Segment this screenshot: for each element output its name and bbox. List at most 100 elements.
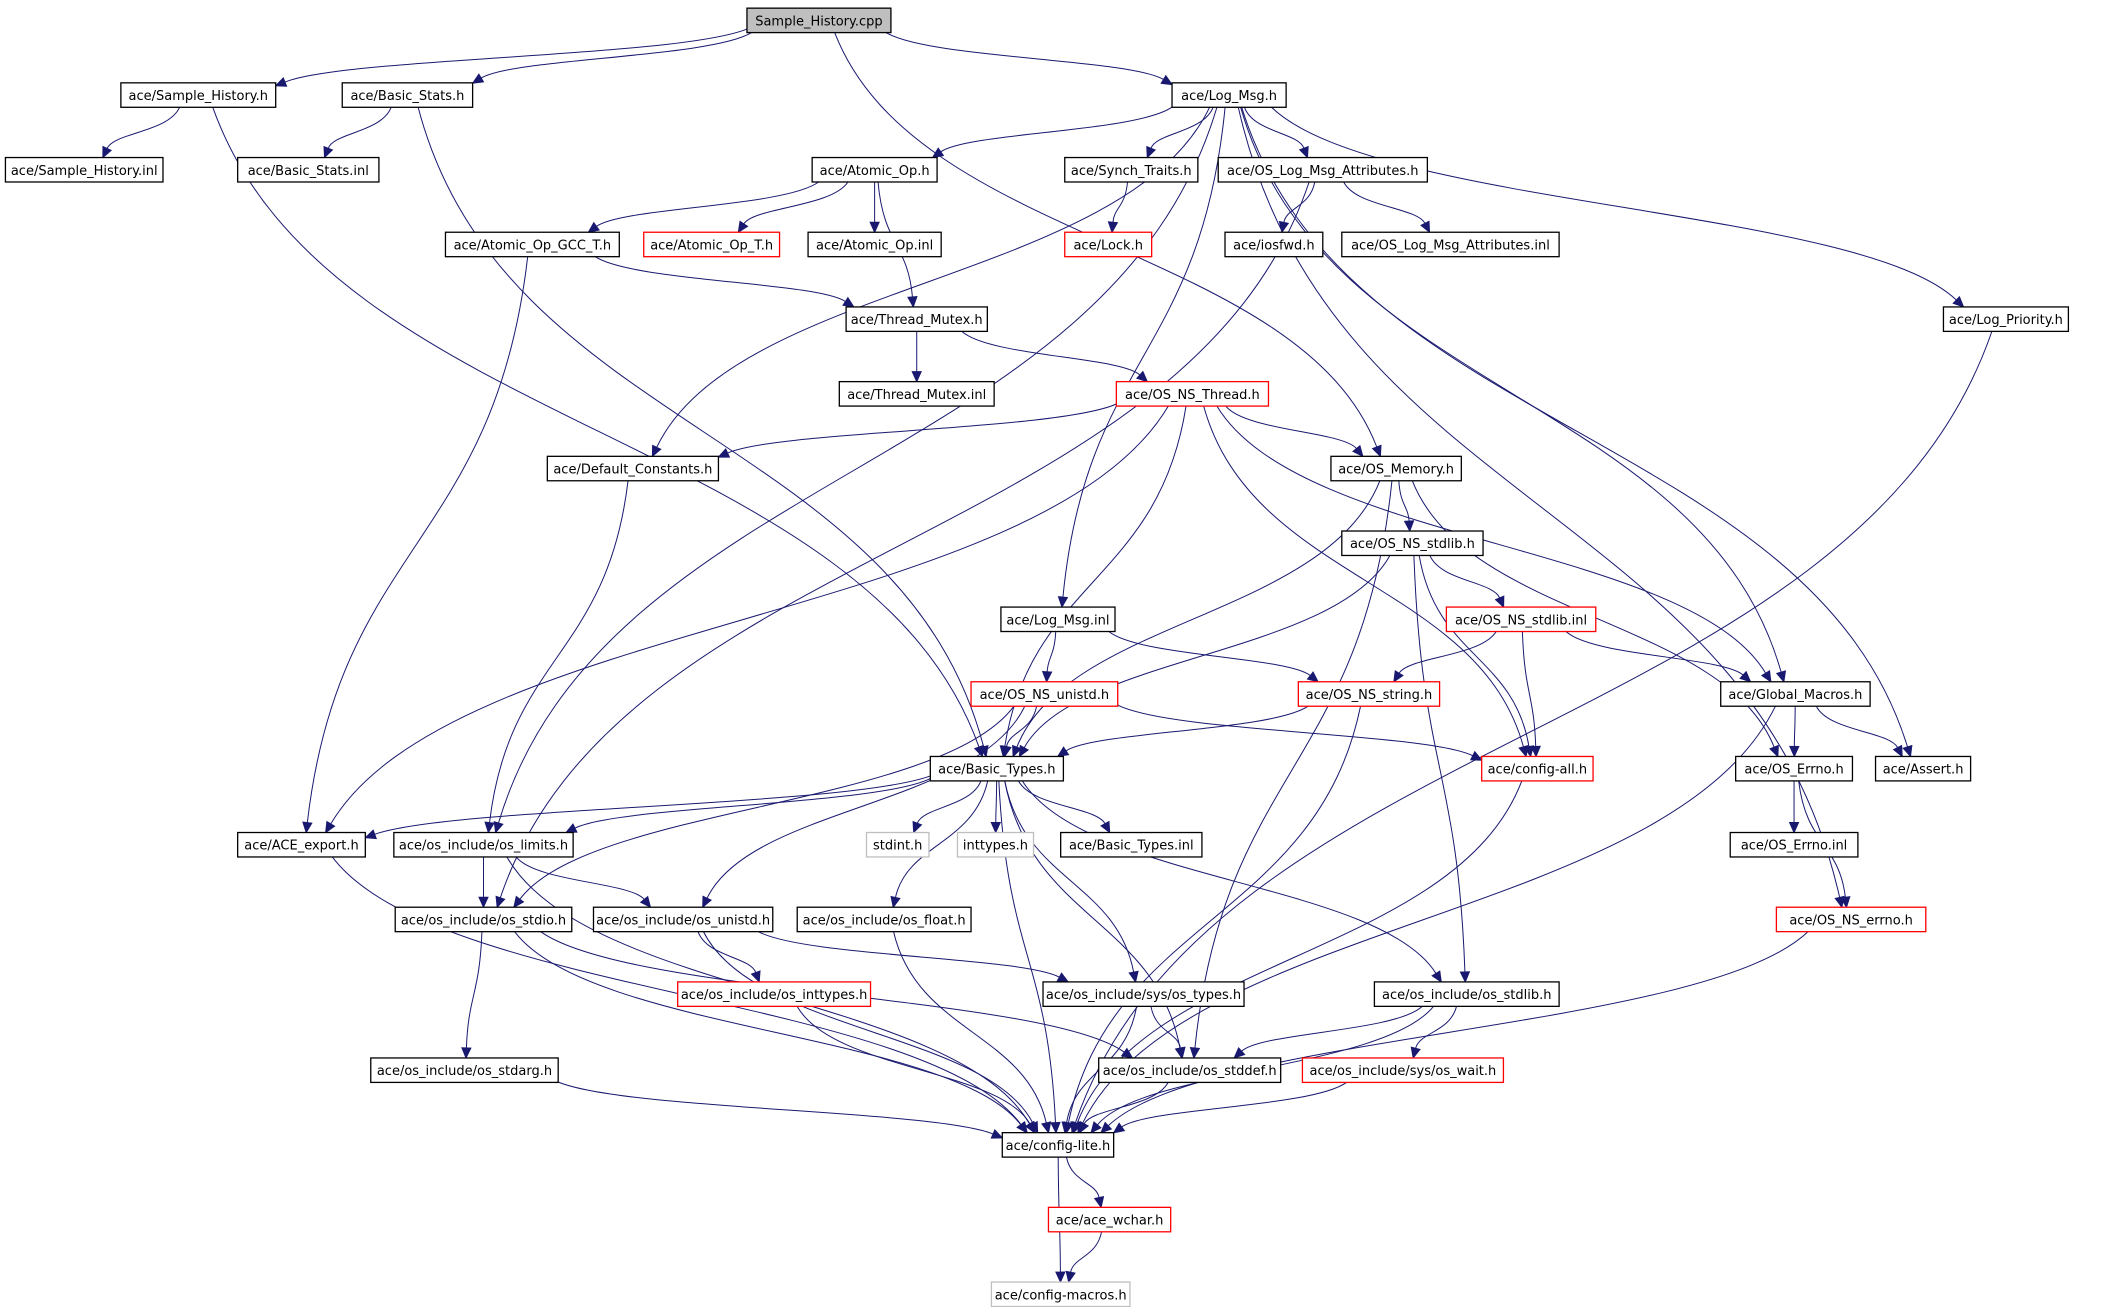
node-log_priority_h[interactable]: ace/Log_Priority.h xyxy=(1942,306,2070,333)
node-box-os_float_h[interactable] xyxy=(796,906,972,933)
node-config_lite_h[interactable]: ace/config-lite.h xyxy=(1001,1132,1115,1158)
node-sys_os_types_h[interactable]: ace/os_include/sys/os_types.h xyxy=(1042,981,1245,1008)
node-config_macros_h[interactable]: ace/config-macros.h xyxy=(990,1281,1131,1307)
node-box-basic_stats_inl[interactable] xyxy=(237,156,380,183)
node-box-os_stdio_h[interactable] xyxy=(394,906,573,933)
node-ace_wchar_h[interactable]: ace/ace_wchar.h xyxy=(1047,1206,1172,1233)
node-os_log_attr_h[interactable]: ace/OS_Log_Msg_Attributes.h xyxy=(1217,156,1429,183)
node-sample_inl[interactable]: ace/Sample_History.inl xyxy=(4,156,164,183)
node-stdint_h[interactable]: stdint.h xyxy=(865,831,930,858)
node-basic_stats_h[interactable]: ace/Basic_Stats.h xyxy=(341,82,474,108)
node-box-os_log_attr_inl[interactable] xyxy=(1341,231,1560,258)
node-os_errno_inl[interactable]: ace/OS_Errno.inl xyxy=(1729,831,1859,858)
node-log_msg_h[interactable]: ace/Log_Msg.h xyxy=(1171,82,1287,108)
node-os_ns_thread_h[interactable]: ace/OS_NS_Thread.h xyxy=(1115,380,1270,407)
node-lock_h[interactable]: ace/Lock.h xyxy=(1064,231,1153,258)
node-atomic_inl[interactable]: ace/Atomic_Op.inl xyxy=(807,231,942,258)
node-box-config_all_h[interactable] xyxy=(1481,755,1594,782)
node-box-thread_mutex_inl[interactable] xyxy=(838,380,995,407)
node-os_errno_h[interactable]: ace/OS_Errno.h xyxy=(1735,755,1854,782)
node-box-os_stddef_h[interactable] xyxy=(1098,1057,1282,1084)
node-os_float_h[interactable]: ace/os_include/os_float.h xyxy=(796,906,972,933)
node-box-config_lite_h[interactable] xyxy=(1001,1132,1115,1158)
node-default_constants_h[interactable]: ace/Default_Constants.h xyxy=(546,455,720,482)
node-box-log_msg_h[interactable] xyxy=(1171,82,1287,108)
node-box-ace_wchar_h[interactable] xyxy=(1047,1206,1172,1233)
node-sample_h[interactable]: ace/Sample_History.h xyxy=(120,82,277,108)
node-box-os_errno_inl[interactable] xyxy=(1729,831,1859,858)
node-box-sample_inl[interactable] xyxy=(4,156,164,183)
node-ace_export_h[interactable]: ace/ACE_export.h xyxy=(237,831,366,858)
node-os_stddef_h[interactable]: ace/os_include/os_stddef.h xyxy=(1098,1057,1282,1084)
node-basic_types_h[interactable]: ace/Basic_Types.h xyxy=(929,755,1065,782)
node-box-sample_cpp[interactable] xyxy=(746,7,892,34)
node-os_stdarg_h[interactable]: ace/os_include/os_stdarg.h xyxy=(370,1057,559,1084)
node-synch_traits_h[interactable]: ace/Synch_Traits.h xyxy=(1064,156,1199,183)
node-box-basic_types_h[interactable] xyxy=(929,755,1065,782)
node-os_memory_h[interactable]: ace/OS_Memory.h xyxy=(1330,455,1462,482)
node-box-os_stdarg_h[interactable] xyxy=(370,1057,559,1084)
node-os_log_attr_inl[interactable]: ace/OS_Log_Msg_Attributes.inl xyxy=(1341,231,1560,258)
node-os_unistd_h[interactable]: ace/os_include/os_unistd.h xyxy=(592,906,774,933)
node-box-config_macros_h[interactable] xyxy=(990,1281,1131,1307)
node-box-os_ns_stdlib_inl[interactable] xyxy=(1445,606,1597,633)
node-os_ns_stdlib_h[interactable]: ace/OS_NS_stdlib.h xyxy=(1341,530,1484,557)
node-box-global_macros_h[interactable] xyxy=(1720,681,1871,707)
node-box-os_memory_h[interactable] xyxy=(1330,455,1462,482)
node-os_stdlib_h[interactable]: ace/os_include/os_stdlib.h xyxy=(1373,981,1560,1008)
node-box-sys_os_types_h[interactable] xyxy=(1042,981,1245,1008)
node-box-basic_types_inl[interactable] xyxy=(1060,831,1203,858)
node-box-os_ns_errno_h[interactable] xyxy=(1775,906,1927,933)
node-basic_stats_inl[interactable]: ace/Basic_Stats.inl xyxy=(237,156,380,183)
node-config_all_h[interactable]: ace/config-all.h xyxy=(1481,755,1594,782)
node-os_ns_string_h[interactable]: ace/OS_NS_string.h xyxy=(1297,681,1441,707)
node-os_ns_stdlib_inl[interactable]: ace/OS_NS_stdlib.inl xyxy=(1445,606,1597,633)
node-box-os_ns_string_h[interactable] xyxy=(1297,681,1441,707)
node-box-log_msg_inl[interactable] xyxy=(1000,606,1116,633)
node-box-assert_h[interactable] xyxy=(1874,755,1972,782)
node-box-os_limits_h[interactable] xyxy=(393,831,574,858)
node-global_macros_h[interactable]: ace/Global_Macros.h xyxy=(1720,681,1871,707)
node-box-log_priority_h[interactable] xyxy=(1942,306,2070,333)
node-atomic_t_h[interactable]: ace/Atomic_Op_T.h xyxy=(643,231,781,258)
node-box-stdint_h[interactable] xyxy=(865,831,930,858)
node-box-os_ns_unistd_h[interactable] xyxy=(970,681,1119,707)
node-box-os_errno_h[interactable] xyxy=(1735,755,1854,782)
node-box-synch_traits_h[interactable] xyxy=(1064,156,1199,183)
node-thread_mutex_inl[interactable]: ace/Thread_Mutex.inl xyxy=(838,380,995,407)
node-sys_os_wait_h[interactable]: ace/os_include/sys/os_wait.h xyxy=(1301,1057,1505,1084)
node-box-os_ns_thread_h[interactable] xyxy=(1115,380,1270,407)
node-box-sys_os_wait_h[interactable] xyxy=(1301,1057,1505,1084)
node-box-default_constants_h[interactable] xyxy=(546,455,720,482)
node-box-inttypes_h[interactable] xyxy=(956,831,1035,858)
node-box-atomic_t_h[interactable] xyxy=(643,231,781,258)
node-box-atomic_gcc_h[interactable] xyxy=(444,231,620,258)
node-iosfwd_h[interactable]: ace/iosfwd.h xyxy=(1224,231,1324,258)
node-box-os_stdlib_h[interactable] xyxy=(1373,981,1560,1008)
node-box-basic_stats_h[interactable] xyxy=(341,82,474,108)
node-box-iosfwd_h[interactable] xyxy=(1224,231,1324,258)
node-os_limits_h[interactable]: ace/os_include/os_limits.h xyxy=(393,831,574,858)
node-log_msg_inl[interactable]: ace/Log_Msg.inl xyxy=(1000,606,1116,633)
node-atomic_op_h[interactable]: ace/Atomic_Op.h xyxy=(811,156,938,183)
node-atomic_gcc_h[interactable]: ace/Atomic_Op_GCC_T.h xyxy=(444,231,620,258)
node-box-os_inttypes_h[interactable] xyxy=(677,981,872,1008)
node-box-ace_export_h[interactable] xyxy=(237,831,366,858)
node-box-atomic_op_h[interactable] xyxy=(811,156,938,183)
node-os_stdio_h[interactable]: ace/os_include/os_stdio.h xyxy=(394,906,573,933)
node-box-sample_h[interactable] xyxy=(120,82,277,108)
node-box-thread_mutex_h[interactable] xyxy=(845,306,988,333)
node-os_ns_unistd_h[interactable]: ace/OS_NS_unistd.h xyxy=(970,681,1119,707)
node-os_ns_errno_h[interactable]: ace/OS_NS_errno.h xyxy=(1775,906,1927,933)
node-box-os_unistd_h[interactable] xyxy=(592,906,774,933)
node-box-atomic_inl[interactable] xyxy=(807,231,942,258)
node-box-os_ns_stdlib_h[interactable] xyxy=(1341,530,1484,557)
node-sample_cpp[interactable]: Sample_History.cpp xyxy=(746,7,892,34)
node-box-os_log_attr_h[interactable] xyxy=(1217,156,1429,183)
node-thread_mutex_h[interactable]: ace/Thread_Mutex.h xyxy=(845,306,988,333)
node-inttypes_h[interactable]: inttypes.h xyxy=(956,831,1035,858)
node-os_inttypes_h[interactable]: ace/os_include/os_inttypes.h xyxy=(677,981,872,1008)
node-assert_h[interactable]: ace/Assert.h xyxy=(1874,755,1972,782)
node-box-lock_h[interactable] xyxy=(1064,231,1153,258)
node-basic_types_inl[interactable]: ace/Basic_Types.inl xyxy=(1060,831,1203,858)
